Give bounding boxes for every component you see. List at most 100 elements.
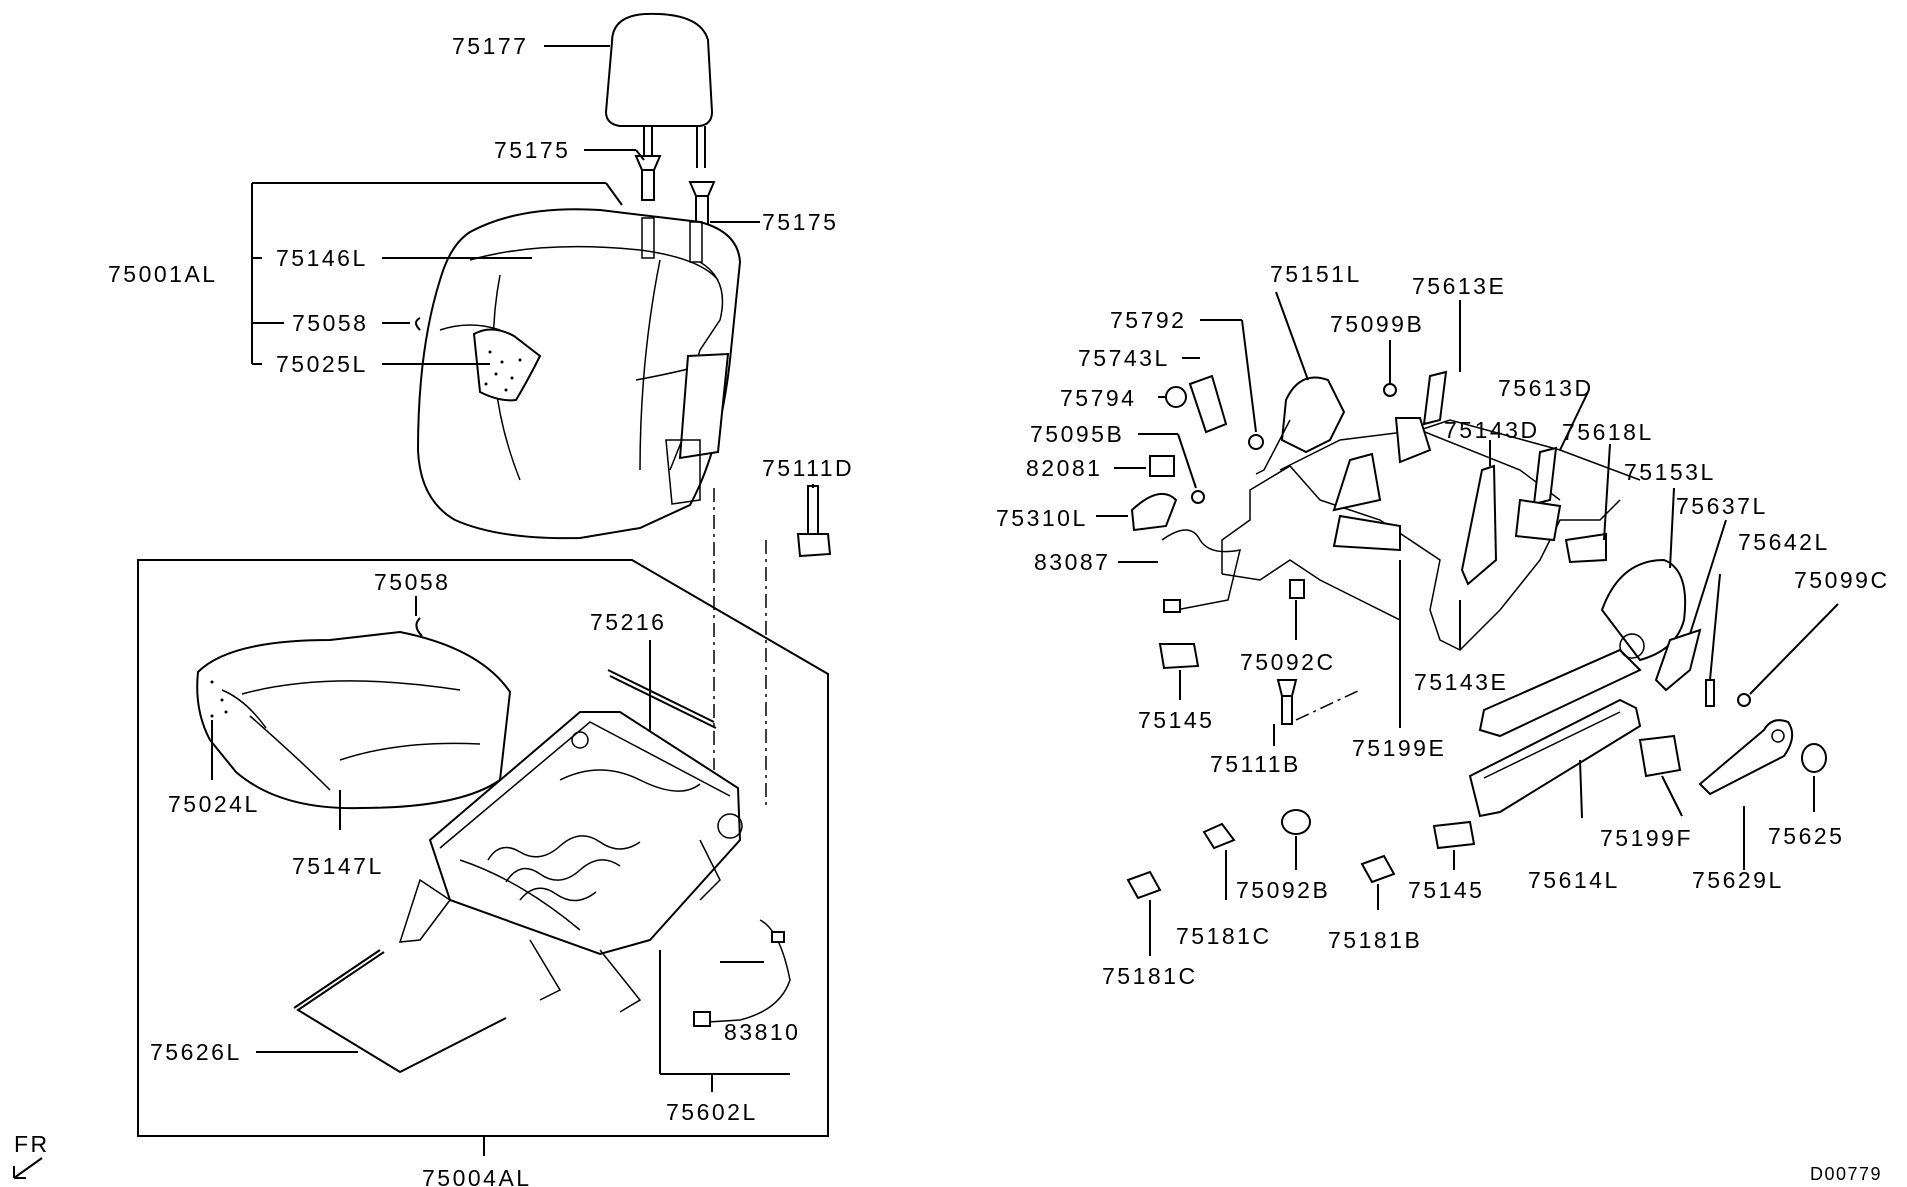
callout-75181C: 75181C [1102,963,1198,989]
clip-75181b [1360,854,1396,910]
callout-75794: 75794 [1060,385,1136,411]
callout-75058: 75058 [374,569,450,595]
callout-75637L: 75637L [1676,493,1768,519]
leader-75637L [1689,519,1727,635]
callout-75625: 75625 [1768,823,1844,849]
clip-75058-b [415,617,423,637]
callout-75111D: 75111D [762,455,854,481]
harness-83810 [693,919,791,1027]
callout-82081: 82081 [1026,455,1102,481]
bolt-75111b [1273,679,1298,746]
callout-75216: 75216 [590,609,666,635]
cap-75145-b [1432,820,1476,870]
callout-75024L: 75024L [168,791,260,817]
bolt-75111d [796,484,832,558]
clip-75181c-b [1126,870,1162,956]
callout-75092B: 75092B [1236,877,1330,903]
leaders-seatback [251,45,760,365]
leader-75151L [1275,291,1309,381]
direction-label: FR [14,1131,50,1157]
clip-75199f [1638,734,1682,778]
callout-75099B: 75099B [1330,311,1424,337]
callout-75092C: 75092C [1240,649,1336,675]
nut-75794 [1158,386,1187,408]
callout-75181B: 75181B [1328,927,1422,953]
seat-frame-and-adjusters [398,711,743,1013]
callout-75175: 75175 [762,209,838,235]
callout-75001AL: 75001AL [108,261,218,287]
leader-75613D [1559,391,1589,451]
leader-75153L [1669,487,1675,569]
recliner-cover-75153l [1478,558,1687,738]
clip-75092c [1289,579,1305,640]
seat-assembly-frame [137,559,829,1156]
leader-75618L [1603,443,1611,541]
clip-75181c-a [1202,822,1236,900]
clip-75792 [1200,319,1264,450]
callout-75199E: 75199E [1352,735,1446,761]
wire-75626l [293,949,507,1074]
callout-75058: 75058 [292,310,368,336]
callout-75181C: 75181C [1176,923,1272,949]
screw-75099c [1737,603,1839,707]
callout-83087: 83087 [1034,549,1110,575]
callout-83810: 83810 [724,1019,800,1045]
recliner-cover-75151l [1255,376,1346,475]
callout-75025L: 75025L [276,351,368,377]
callout-75792: 75792 [1110,307,1186,333]
callout-75618L: 75618L [1562,419,1654,445]
lever-75629l [1698,719,1794,796]
seat-cushion [196,630,512,810]
lever-75613e [1394,370,1448,464]
callout-75146L: 75146L [276,245,368,271]
front-direction-arrow: FR [13,1131,50,1179]
link-75143e [1460,464,1498,586]
callout-75153L: 75153L [1624,459,1716,485]
bracket-75618l [1564,532,1607,564]
callout-75004AL: 75004AL [422,1165,532,1187]
callout-75629L: 75629L [1692,867,1784,893]
dashline-75111b [1295,689,1361,721]
headrest-guide-left [634,155,662,201]
figure-code: D00779 [1810,1164,1882,1184]
callout-75626L: 75626L [150,1039,242,1065]
cap-75145-a [1158,643,1200,700]
callout-75613E: 75613E [1412,273,1506,299]
bracket-75143d [1332,452,1401,552]
knob-75310l [1096,492,1178,532]
callout-75145: 75145 [1138,707,1214,733]
cap-75625 [1801,743,1827,773]
callout-75095B: 75095B [1030,421,1124,447]
callout-75111B: 75111B [1210,751,1301,777]
callout-75602L: 75602L [666,1099,758,1125]
callout-75613D: 75613D [1498,375,1594,401]
leader-bracket-75602L [659,950,790,1092]
lever-75613d [1514,446,1562,542]
callout-75143D: 75143D [1444,417,1540,443]
clip-75092b [1281,809,1311,870]
leader-75614L [1579,759,1583,819]
pin-75642l [1705,573,1721,707]
seatback-pad [472,328,542,402]
callout-75175: 75175 [494,137,570,163]
cover-75614l [1468,698,1642,818]
callout-75743L: 75743L [1078,345,1170,371]
switch-82081 [1114,455,1175,477]
cover-75743l [1182,357,1228,434]
headrest [604,12,714,168]
callout-75145: 75145 [1408,877,1484,903]
harness-83087 [1118,529,1242,613]
callout-75614L: 75614L [1528,867,1620,893]
callout-75310L: 75310L [996,505,1088,531]
callout-75199F: 75199F [1600,825,1693,851]
trim-75637l [1654,628,1702,692]
callout-75177: 75177 [452,33,528,59]
screw-75095b [1138,433,1205,504]
callout-75642L: 75642L [1738,529,1830,555]
leader-75199F [1661,775,1683,817]
seat-frame-outline [1221,419,1641,651]
screw-75099b [1383,340,1397,397]
callout-75151L: 75151L [1270,261,1362,287]
